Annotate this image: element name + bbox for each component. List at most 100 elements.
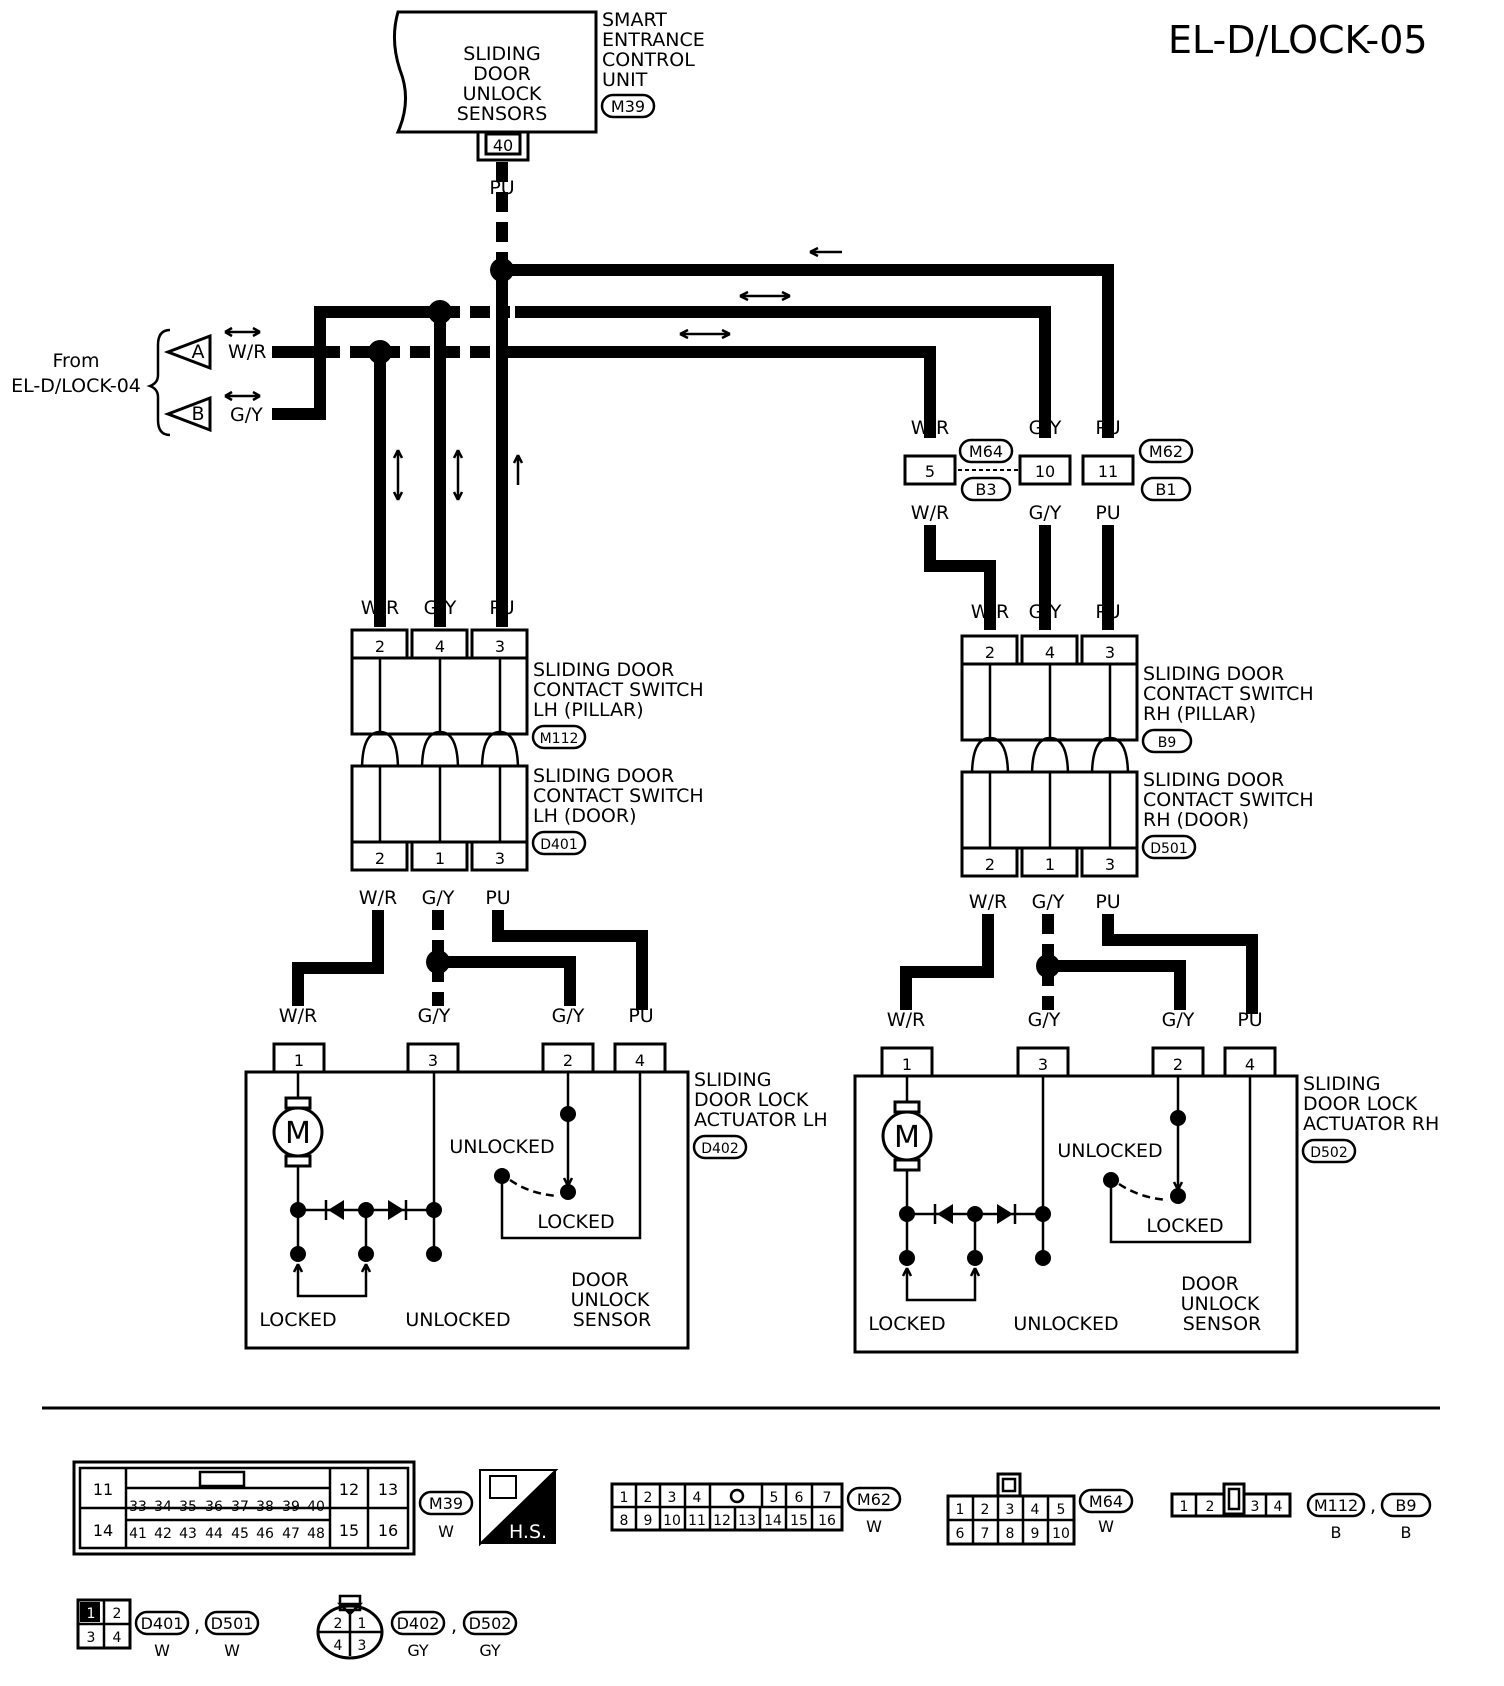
m39-pin-45: 45 xyxy=(231,1526,249,1542)
rh-pillar-pin-2: 2 xyxy=(985,643,995,662)
d402-pin-3: 3 xyxy=(358,1638,367,1654)
rh-door-name-1: SLIDING DOOR xyxy=(1143,769,1284,791)
rh-door-pin-3: 3 xyxy=(1105,855,1115,874)
lh-act-pin-2: 2 xyxy=(563,1051,573,1070)
junction-gy-bottom: G/Y xyxy=(1029,502,1062,524)
rh-door-pu-label: PU xyxy=(1095,891,1120,913)
lh-motor-symbol: M xyxy=(285,1116,311,1151)
m62-pin-8: 8 xyxy=(620,1513,629,1529)
d401-pin-2: 2 xyxy=(113,1606,122,1622)
rh-pillar-wr-label: W/R xyxy=(971,601,1009,623)
smart-entrance-control-unit: SLIDING DOOR UNLOCK SENSORS SMART ENTRAN… xyxy=(393,9,705,199)
d402-pin-4: 4 xyxy=(334,1638,343,1654)
junction-pu-bottom: PU xyxy=(1095,502,1120,524)
legend-d502-label: D502 xyxy=(469,1614,512,1633)
m64-pin-5: 5 xyxy=(1057,1502,1066,1518)
d401-pin-1: 1 xyxy=(87,1606,96,1622)
rh-sensor-label-3: SENSOR xyxy=(1183,1313,1262,1335)
unit-name-1: SMART xyxy=(602,9,667,31)
m39-mid-row: 33 34 35 36 37 38 39 40 xyxy=(129,1499,325,1515)
unit-terminal: 40 xyxy=(493,136,513,155)
m39-pin-48: 48 xyxy=(307,1526,325,1542)
m62-pin-7: 7 xyxy=(823,1490,832,1506)
unit-inner-label-3: UNLOCK xyxy=(463,83,542,105)
rh-pillar-pin-4: 4 xyxy=(1045,643,1055,662)
legend-b9-label: B9 xyxy=(1395,1496,1416,1515)
junction-pin-10: 10 xyxy=(1035,462,1055,481)
m39-pin-16: 16 xyxy=(378,1521,398,1540)
unit-inner-label-1: SLIDING xyxy=(463,43,540,65)
rh-door-name-3: RH (DOOR) xyxy=(1143,809,1249,831)
rh-act-name-2: DOOR LOCK xyxy=(1303,1093,1418,1115)
m64-pin-2: 2 xyxy=(981,1502,990,1518)
lh-door-name-3: LH (DOOR) xyxy=(533,805,636,827)
hs-icon xyxy=(489,1475,517,1499)
lh-door-pin-1: 1 xyxy=(435,849,445,868)
lh-door-gy-label: G/Y xyxy=(422,887,455,909)
rh-act-pin-4: 4 xyxy=(1245,1055,1255,1074)
lh-pillar-wr-label: W/R xyxy=(361,597,399,619)
m39-pin-39: 39 xyxy=(282,1499,300,1515)
rh-contact-switch: W/R G/Y PU 2 4 3 2 1 3 SLIDING DOOR CONT… xyxy=(960,601,1314,913)
unit-name-3: CONTROL xyxy=(602,49,695,71)
rh-act-name-3: ACTUATOR RH xyxy=(1303,1113,1439,1135)
lh-act-pu-label: PU xyxy=(628,1005,653,1027)
legend-comma-1: , xyxy=(1370,1495,1376,1517)
legend-m112-label: M112 xyxy=(1314,1496,1358,1515)
rh-door-pin-2: 2 xyxy=(985,855,995,874)
lh-door-name-2: CONTACT SWITCH xyxy=(533,785,704,807)
legend-m64: 1 2 3 4 5 6 7 8 9 10 M64 W xyxy=(946,1472,1134,1546)
m62-pin-2: 2 xyxy=(644,1490,653,1506)
junction-conn-m62: M62 xyxy=(1149,442,1183,461)
m39-pin-36: 36 xyxy=(205,1499,223,1515)
legend-b9-color: B xyxy=(1401,1523,1412,1542)
m39-pin-43: 43 xyxy=(179,1526,197,1542)
rh-motor-symbol: M xyxy=(894,1120,920,1155)
lh-unlocked-label-bottom: UNLOCKED xyxy=(405,1309,510,1331)
lh-pillar-name-3: LH (PILLAR) xyxy=(533,699,644,721)
unit-inner-label-4: SENSORS xyxy=(457,103,548,125)
lh-pillar-pin-3: 3 xyxy=(495,637,505,656)
lh-unlocked-label: UNLOCKED xyxy=(449,1136,554,1158)
legend-d501-color: W xyxy=(224,1641,240,1660)
source-a-wire: W/R xyxy=(228,341,266,363)
lh-door-pin-2: 2 xyxy=(375,849,385,868)
rh-actuator-wires: W/R G/Y G/Y PU xyxy=(887,914,1263,1031)
legend-d402: 2 1 4 3 D402 GY , D502 GY xyxy=(316,1594,518,1660)
legend-m39: 11 12 13 14 15 16 33 34 35 36 37 38 39 4… xyxy=(72,1460,559,1556)
connector-a: A xyxy=(192,341,205,363)
lh-act-name-2: DOOR LOCK xyxy=(694,1089,809,1111)
d402-pin-1: 1 xyxy=(358,1616,367,1632)
legend-d401: 1 2 3 4 D401 W , D501 W xyxy=(76,1598,260,1660)
junction-conn-b3: B3 xyxy=(975,480,996,499)
unit-wire-label: PU xyxy=(489,177,514,199)
lh-act-name-3: ACTUATOR LH xyxy=(694,1109,828,1131)
rh-door-pin-1: 1 xyxy=(1045,855,1055,874)
rh-unlocked-label-bottom: UNLOCKED xyxy=(1013,1313,1118,1335)
rh-act-pin-2: 2 xyxy=(1173,1055,1183,1074)
lh-door-name-1: SLIDING DOOR xyxy=(533,765,674,787)
m39-pin-38: 38 xyxy=(256,1499,274,1515)
unit-name-2: ENTRANCE xyxy=(602,29,705,51)
lh-actuator-wires: W/R G/Y G/Y PU xyxy=(279,910,654,1027)
from-label: From xyxy=(52,350,99,372)
m64-pin-7: 7 xyxy=(981,1526,990,1542)
rh-door-lock-actuator: 1 3 2 4 SLIDING DOOR LOCK ACTUATOR RH D5… xyxy=(853,1046,1439,1354)
m112-pin-1: 1 xyxy=(1180,1499,1189,1515)
m62-pin-4: 4 xyxy=(693,1490,702,1506)
legend-d401-label: D401 xyxy=(141,1614,184,1633)
m62-pin-15: 15 xyxy=(790,1513,808,1529)
source-b-wire: G/Y xyxy=(230,404,263,426)
m39-pin-14: 14 xyxy=(93,1521,113,1540)
diagram-title: EL-D/LOCK-05 xyxy=(1168,18,1428,62)
lh-act-pin-3: 3 xyxy=(428,1051,438,1070)
m39-pin-35: 35 xyxy=(179,1499,197,1515)
connector-b: B xyxy=(191,403,204,425)
junction-wr-bottom: W/R xyxy=(911,502,949,524)
m62-pin-12: 12 xyxy=(713,1513,731,1529)
legend-m62: 1 2 3 4 5 6 7 8 9 10 11 12 13 14 15 16 M… xyxy=(610,1482,902,1536)
m39-pin-40: 40 xyxy=(307,1499,325,1515)
lh-pillar-gy-label: G/Y xyxy=(424,597,457,619)
legend-m112-color: B xyxy=(1331,1523,1342,1542)
